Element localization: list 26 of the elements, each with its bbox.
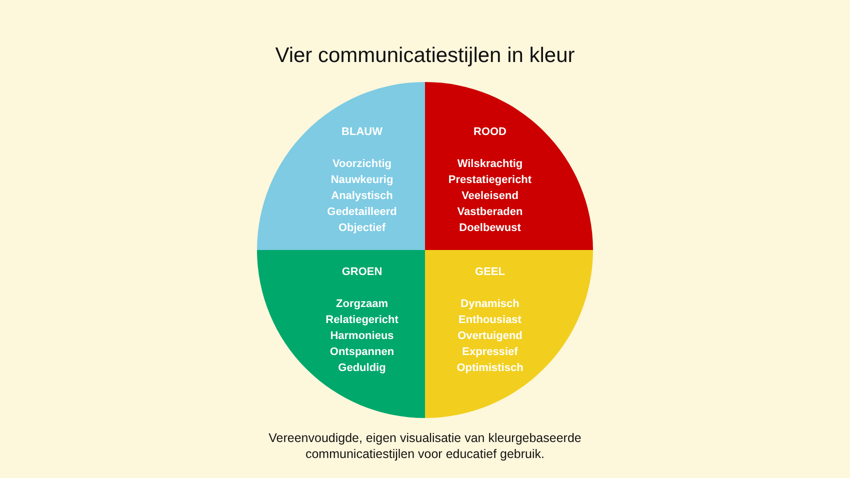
- trait-label: Harmonieus: [329, 329, 395, 344]
- trait-label: Wilskrachtig: [456, 157, 524, 172]
- trait-label: Expressief: [461, 345, 519, 360]
- trait-label: Zorgzaam: [335, 297, 389, 312]
- trait-label: Voorzichtig: [331, 157, 393, 172]
- trait-label: Ontspannen: [328, 345, 396, 360]
- quadrant-heading: GEEL: [474, 265, 506, 280]
- trait-label: Gedetailleerd: [326, 205, 398, 220]
- trait-label: Enthousiast: [458, 313, 522, 328]
- quadrant-heading: ROOD: [472, 125, 508, 140]
- quadrant-heading: BLAUW: [340, 125, 384, 140]
- trait-label: Vastberaden: [456, 205, 524, 220]
- trait-label: Overtuigend: [456, 329, 524, 344]
- trait-label: Doelbewust: [458, 221, 522, 236]
- trait-label: Geduldig: [337, 361, 387, 376]
- trait-label: Relatiegericht: [324, 313, 400, 328]
- trait-label: Objectief: [337, 221, 387, 236]
- trait-label: Optimistisch: [456, 361, 524, 376]
- trait-label: Veeleisend: [460, 189, 520, 204]
- caption-text: Vereenvoudigde, eigen visualisatie van kleurgebaseerde communicatiestijlen voor educatief gebruik.: [268, 430, 582, 462]
- trait-label: Dynamisch: [460, 297, 520, 312]
- trait-label: Nauwkeurig: [330, 173, 394, 188]
- diagram-title: Vier communicatiestijlen in kleur: [274, 44, 576, 68]
- trait-label: Prestatiegericht: [447, 173, 533, 188]
- trait-label: Analystisch: [330, 189, 394, 204]
- quadrant-heading: GROEN: [340, 265, 384, 280]
